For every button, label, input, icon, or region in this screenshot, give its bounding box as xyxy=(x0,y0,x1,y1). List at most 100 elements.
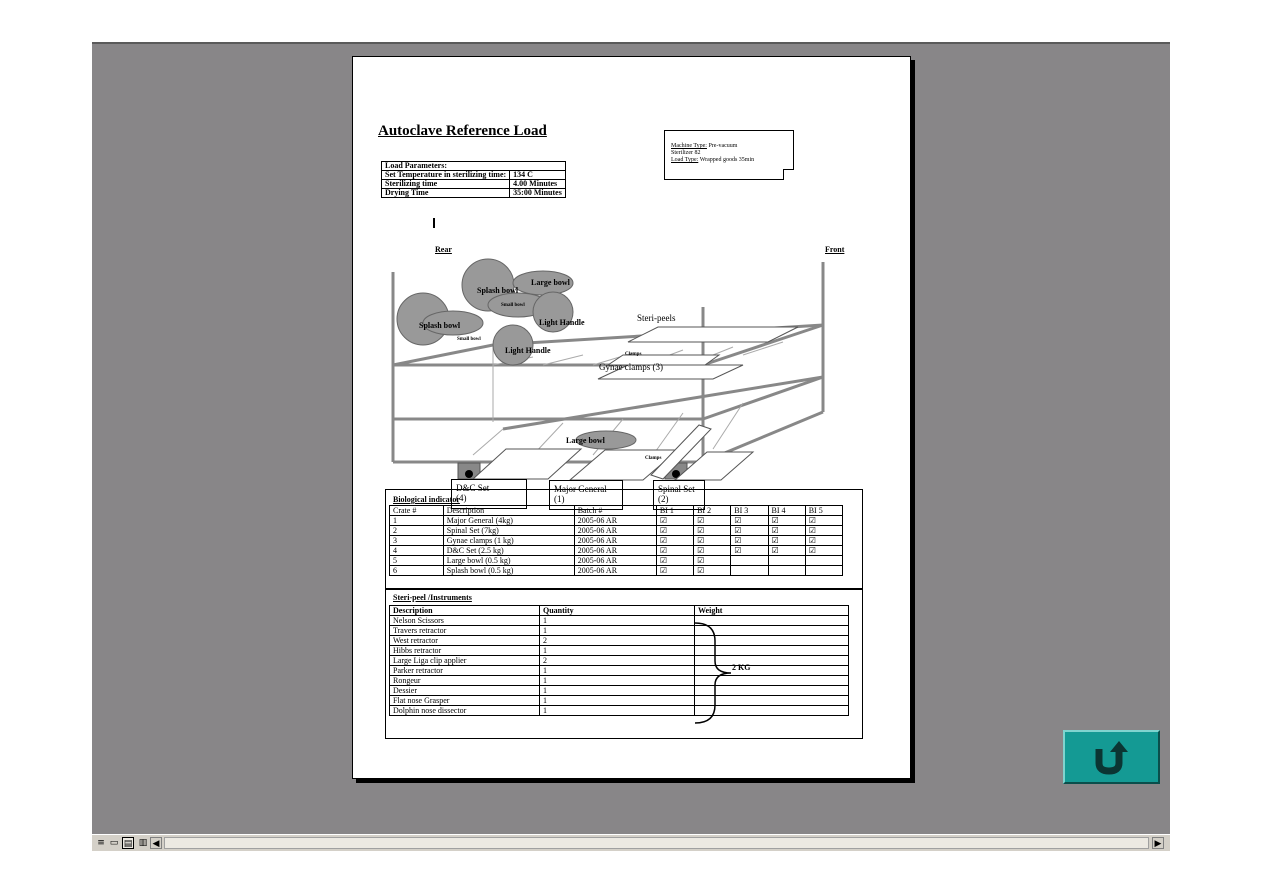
view-print-layout-icon[interactable]: ▤ xyxy=(122,837,134,849)
bi-cell: Gynae clamps (1 kg) xyxy=(442,535,575,546)
bi-header-cell: Batch # xyxy=(573,505,657,516)
bi-header-cell: Description xyxy=(442,505,575,516)
status-bar: ≡ ▭ ▤ ▥ ◀ ▶ xyxy=(92,834,1170,851)
weight-brace-icon xyxy=(694,622,732,724)
label-major-general-number: (1) xyxy=(554,494,565,504)
note-fold-corner xyxy=(783,169,794,180)
bi-checkbox: ☑ xyxy=(655,555,695,566)
bi-checkbox: ☑ xyxy=(693,525,732,536)
machine-type-key: Machine Type: xyxy=(671,143,707,149)
label-light-handle-2: Light Handle xyxy=(505,346,551,355)
steri-peel-header-row: Description Quantity Weight xyxy=(389,605,849,616)
load-type-key: Load Type: xyxy=(671,157,699,163)
label-large-bowl-bottom: Large bowl xyxy=(566,436,605,445)
bi-checkbox: ☑ xyxy=(730,545,769,556)
steri-peel-title: Steri-peel /Instruments xyxy=(393,593,472,602)
label-splash-bowl-2: Splash bowl xyxy=(419,321,461,330)
biological-indicator-frame xyxy=(385,489,863,589)
instrument-quantity: 1 xyxy=(539,705,695,716)
scroll-left-icon[interactable]: ◀ xyxy=(150,837,162,849)
bi-checkbox: ☑ xyxy=(804,545,844,556)
param-value: 35:00 Minutes xyxy=(509,188,566,198)
bi-cell: 6 xyxy=(389,565,444,576)
box-dc-set: D&C Set (4) xyxy=(451,479,527,509)
instrument-quantity: 2 xyxy=(539,655,695,666)
steri-peel-table: Description Quantity Weight Nelson Sciss… xyxy=(389,605,849,716)
instrument-quantity: 1 xyxy=(539,615,695,626)
bi-cell: 2 xyxy=(389,525,444,536)
view-web-icon[interactable]: ▭ xyxy=(109,838,119,848)
bi-cell: 1 xyxy=(389,515,444,526)
bi-checkbox: ☑ xyxy=(804,525,844,536)
label-small-bowl-2: Small bowl xyxy=(457,337,481,342)
bi-checkbox: ☑ xyxy=(693,515,732,526)
label-dc-set-number: (4) xyxy=(456,493,467,503)
table-row: 2 Spinal Set (7kg) 2005-06 AR ☑ ☑ ☑ ☑ ☑ xyxy=(389,525,844,536)
instrument-name: Rongeur xyxy=(389,675,540,686)
label-clamps-small: Clamps xyxy=(625,352,642,357)
bi-cell: 2005-06 AR xyxy=(573,565,657,576)
document-page: Autoclave Reference Load Load Parameters… xyxy=(352,56,1160,784)
machine-type-value: Pre-vacuum xyxy=(708,143,738,149)
rack-diagram: Splash bowl Splash bowl Large bowl Small… xyxy=(383,197,863,510)
bi-cell: 2005-06 AR xyxy=(573,535,657,546)
return-button[interactable] xyxy=(1063,730,1160,784)
bi-checkbox xyxy=(767,555,806,566)
bi-header-cell: BI 2 xyxy=(693,505,732,516)
bi-checkbox: ☑ xyxy=(730,525,769,536)
bi-header-cell: Crate # xyxy=(389,505,444,516)
bi-cell: 2005-06 AR xyxy=(573,555,657,566)
document-title: Autoclave Reference Load xyxy=(378,123,547,139)
steri-peel-header-cell: Quantity xyxy=(539,605,695,616)
instrument-quantity: 1 xyxy=(539,665,695,676)
bi-checkbox: ☑ xyxy=(767,525,806,536)
bi-checkbox xyxy=(804,565,844,576)
view-normal-icon[interactable]: ≡ xyxy=(97,838,105,848)
instrument-quantity: 1 xyxy=(539,625,695,636)
bi-header-row: Crate # Description Batch # BI 1 BI 2 BI… xyxy=(389,505,844,516)
front-label: Front xyxy=(825,245,845,254)
bi-header-cell: BI 3 xyxy=(730,505,769,516)
steri-peel-header-cell: Description xyxy=(389,605,540,616)
bi-checkbox: ☑ xyxy=(693,565,732,576)
bi-checkbox: ☑ xyxy=(655,535,695,546)
bi-cell: Splash bowl (0.5 kg) xyxy=(442,565,575,576)
instrument-name: Dolphin nose dissector xyxy=(389,705,540,716)
steri-peel-frame xyxy=(385,589,863,739)
document-viewport[interactable]: Autoclave Reference Load Load Parameters… xyxy=(92,42,1170,834)
label-clamps-bottom: Clamps xyxy=(645,456,662,461)
total-weight: 2 KG xyxy=(732,663,751,672)
bi-cell: 2005-06 AR xyxy=(573,525,657,536)
horizontal-scrollbar[interactable] xyxy=(164,837,1149,849)
bi-checkbox: ☑ xyxy=(655,565,695,576)
bi-checkbox: ☑ xyxy=(804,535,844,546)
view-outline-icon[interactable]: ▥ xyxy=(138,838,148,848)
load-type-value: Wrapped goods 35min xyxy=(699,157,755,163)
bi-cell: D&C Set (2.5 kg) xyxy=(442,545,575,556)
machine-note: Machine Type: Pre-vacuum Sterilizer 82 L… xyxy=(664,130,794,180)
bi-cell: 4 xyxy=(389,545,444,556)
biological-indicator-table: Crate # Description Batch # BI 1 BI 2 BI… xyxy=(389,505,844,576)
bi-checkbox: ☑ xyxy=(767,545,806,556)
bi-checkbox: ☑ xyxy=(730,535,769,546)
bi-header-cell: BI 5 xyxy=(804,505,844,516)
bi-header-cell: BI 1 xyxy=(655,505,695,516)
instrument-name: West retractor xyxy=(389,635,540,646)
table-row: 6 Splash bowl (0.5 kg) 2005-06 AR ☑ ☑ xyxy=(389,565,844,576)
bi-checkbox xyxy=(730,555,769,566)
bi-checkbox: ☑ xyxy=(730,515,769,526)
param-label: Drying Time xyxy=(380,188,511,198)
instrument-quantity: 2 xyxy=(539,635,695,646)
bi-checkbox: ☑ xyxy=(655,515,695,526)
instrument-quantity: 1 xyxy=(539,645,695,656)
table-row: 4 D&C Set (2.5 kg) 2005-06 AR ☑ ☑ ☑ ☑ ☑ xyxy=(389,545,844,556)
steri-peel-header-cell: Weight xyxy=(694,605,849,616)
bi-checkbox xyxy=(767,565,806,576)
bi-checkbox xyxy=(730,565,769,576)
bi-checkbox: ☑ xyxy=(655,545,695,556)
scroll-right-icon[interactable]: ▶ xyxy=(1152,837,1164,849)
